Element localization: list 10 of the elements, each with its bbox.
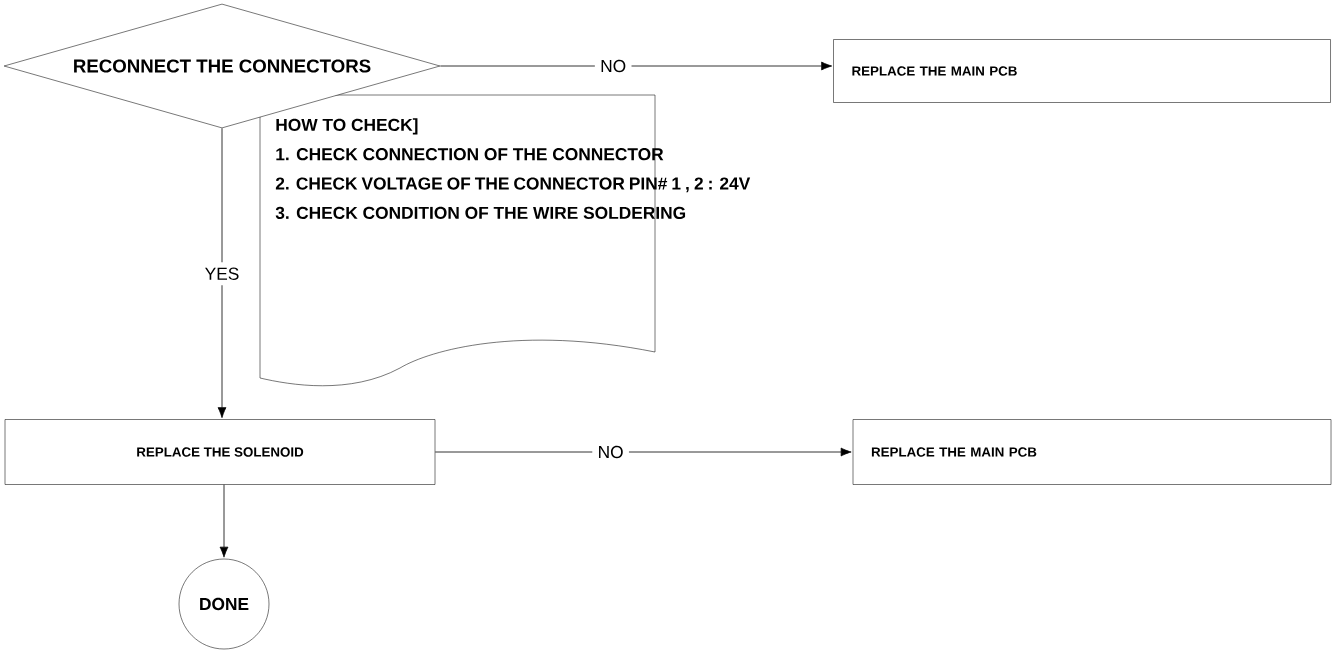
- edge-label: YES: [199, 262, 245, 286]
- edge-label: NO: [592, 440, 629, 464]
- arrow: [439, 61, 833, 71]
- process-box: REPLACE THE MAIN PCB: [852, 419, 1332, 485]
- process-box: REPLACE THE MAIN PCB: [833, 39, 1331, 103]
- arrow: [217, 127, 227, 419]
- arrow: [434, 447, 852, 457]
- edge-label: NO: [594, 54, 632, 78]
- process-box: REPLACE THE SOLENOID: [4, 419, 436, 485]
- arrow: [219, 484, 229, 558]
